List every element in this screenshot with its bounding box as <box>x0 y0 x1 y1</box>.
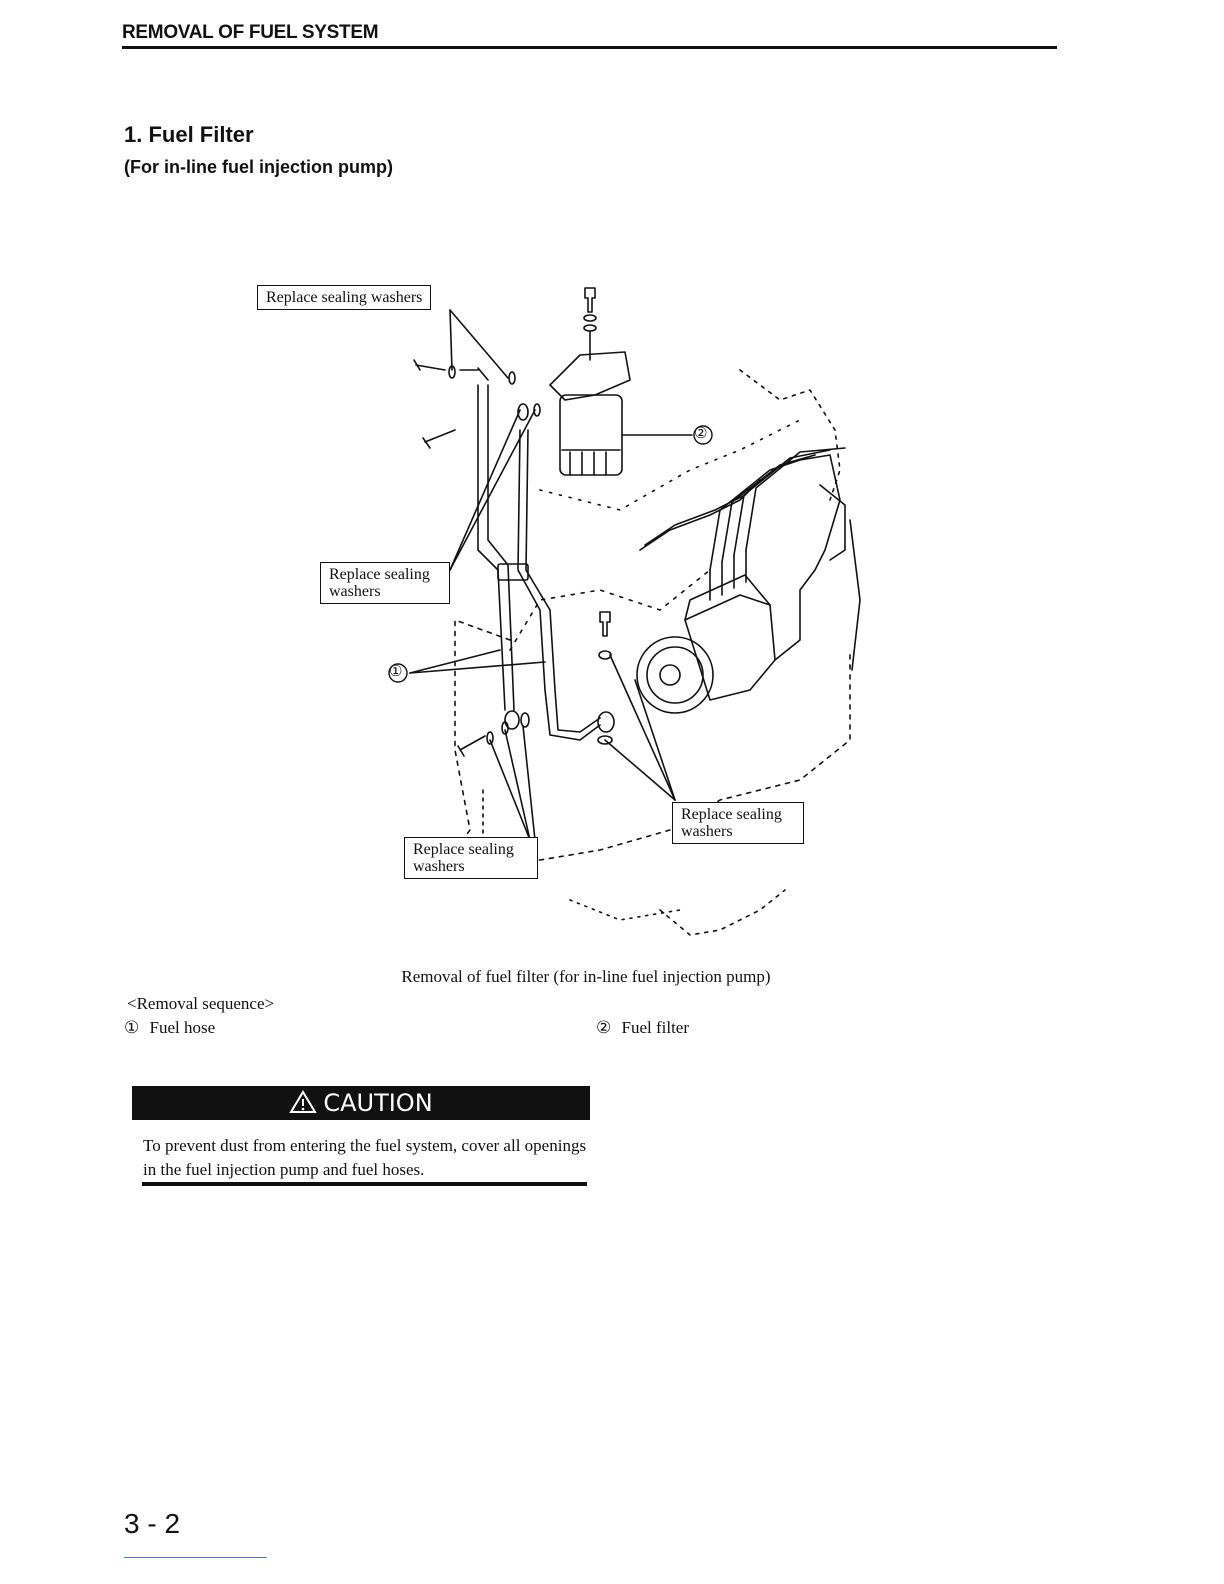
middle-bolt <box>599 611 611 637</box>
callout-right: Replace sealing washers <box>672 802 804 844</box>
leader-left-2 <box>449 409 536 571</box>
leader-left-1 <box>449 409 521 571</box>
engine-block-outline <box>454 619 851 861</box>
section-subtitle: (For in-line fuel injection pump) <box>124 157 393 177</box>
figure-caption: Removal of fuel filter (for in-line fuel… <box>0 967 1224 987</box>
callout-bottom-line1: Replace sealing <box>413 841 514 858</box>
header-title: REMOVAL OF FUEL SYSTEM <box>122 22 379 43</box>
sequence-number: ② <box>596 1018 612 1038</box>
callout-bottom: Replace sealing washers <box>404 837 538 879</box>
header-rule <box>122 46 1057 49</box>
leader-bottom-3 <box>522 725 536 841</box>
marker-two: ② <box>694 424 708 442</box>
sequence-item-fuel-hose: ① Fuel hose <box>124 1018 215 1038</box>
sequence-label: Fuel hose <box>149 1018 216 1037</box>
engine-line-drawing <box>388 287 861 936</box>
warning-triangle-icon <box>289 1090 318 1113</box>
removal-sequence-title: <Removal sequence> <box>127 994 275 1013</box>
fuel-hose-left <box>477 384 506 711</box>
filter-head <box>549 351 631 401</box>
lower-bolt <box>457 735 486 757</box>
leader-right-1 <box>604 739 676 801</box>
timing-gear <box>636 636 714 714</box>
left-bolt-upper <box>413 359 446 371</box>
caution-title: CAUTION <box>323 1089 433 1117</box>
callout-left: Replace sealing washers <box>320 562 450 604</box>
footer-rule <box>124 1557 267 1558</box>
injection-pump-body <box>684 594 776 701</box>
leader-top-1 <box>449 309 509 379</box>
top-bolt <box>584 287 596 313</box>
leader-bottom-2 <box>504 729 531 841</box>
caution-rule <box>142 1182 587 1186</box>
leader-right-3 <box>634 679 676 801</box>
caution-banner: CAUTION <box>132 1086 590 1120</box>
page-number: 3 - 2 <box>124 1508 181 1539</box>
section-title: 1. Fuel Filter <box>124 122 254 147</box>
fuel-filter-diagram: Replace sealing washers Replace sealing … <box>240 270 880 960</box>
callout-bottom-line2: washers <box>413 858 465 875</box>
fuel-hose-right <box>517 429 601 741</box>
callout-left-line1: Replace sealing <box>329 566 430 583</box>
callout-top: Replace sealing washers <box>257 285 432 310</box>
leader-one-1 <box>409 649 501 674</box>
leader-top-2 <box>449 309 453 371</box>
callout-right-line1: Replace sealing <box>681 806 782 823</box>
callout-left-line2: washers <box>329 583 381 600</box>
left-bolt-lower <box>422 429 456 449</box>
sequence-number: ① <box>124 1018 140 1038</box>
leader-bottom-1 <box>489 739 531 841</box>
marker-one: ① <box>389 662 403 680</box>
caution-text: To prevent dust from entering the fuel s… <box>143 1136 587 1179</box>
callout-right-line2: washers <box>681 823 733 840</box>
leader-right-2 <box>609 654 676 801</box>
sequence-item-fuel-filter: ② Fuel filter <box>596 1018 689 1038</box>
figure-caption-text: Removal of fuel filter (for in-line fuel… <box>401 967 771 986</box>
sequence-label: Fuel filter <box>621 1018 690 1037</box>
leader-one-2 <box>409 661 546 674</box>
